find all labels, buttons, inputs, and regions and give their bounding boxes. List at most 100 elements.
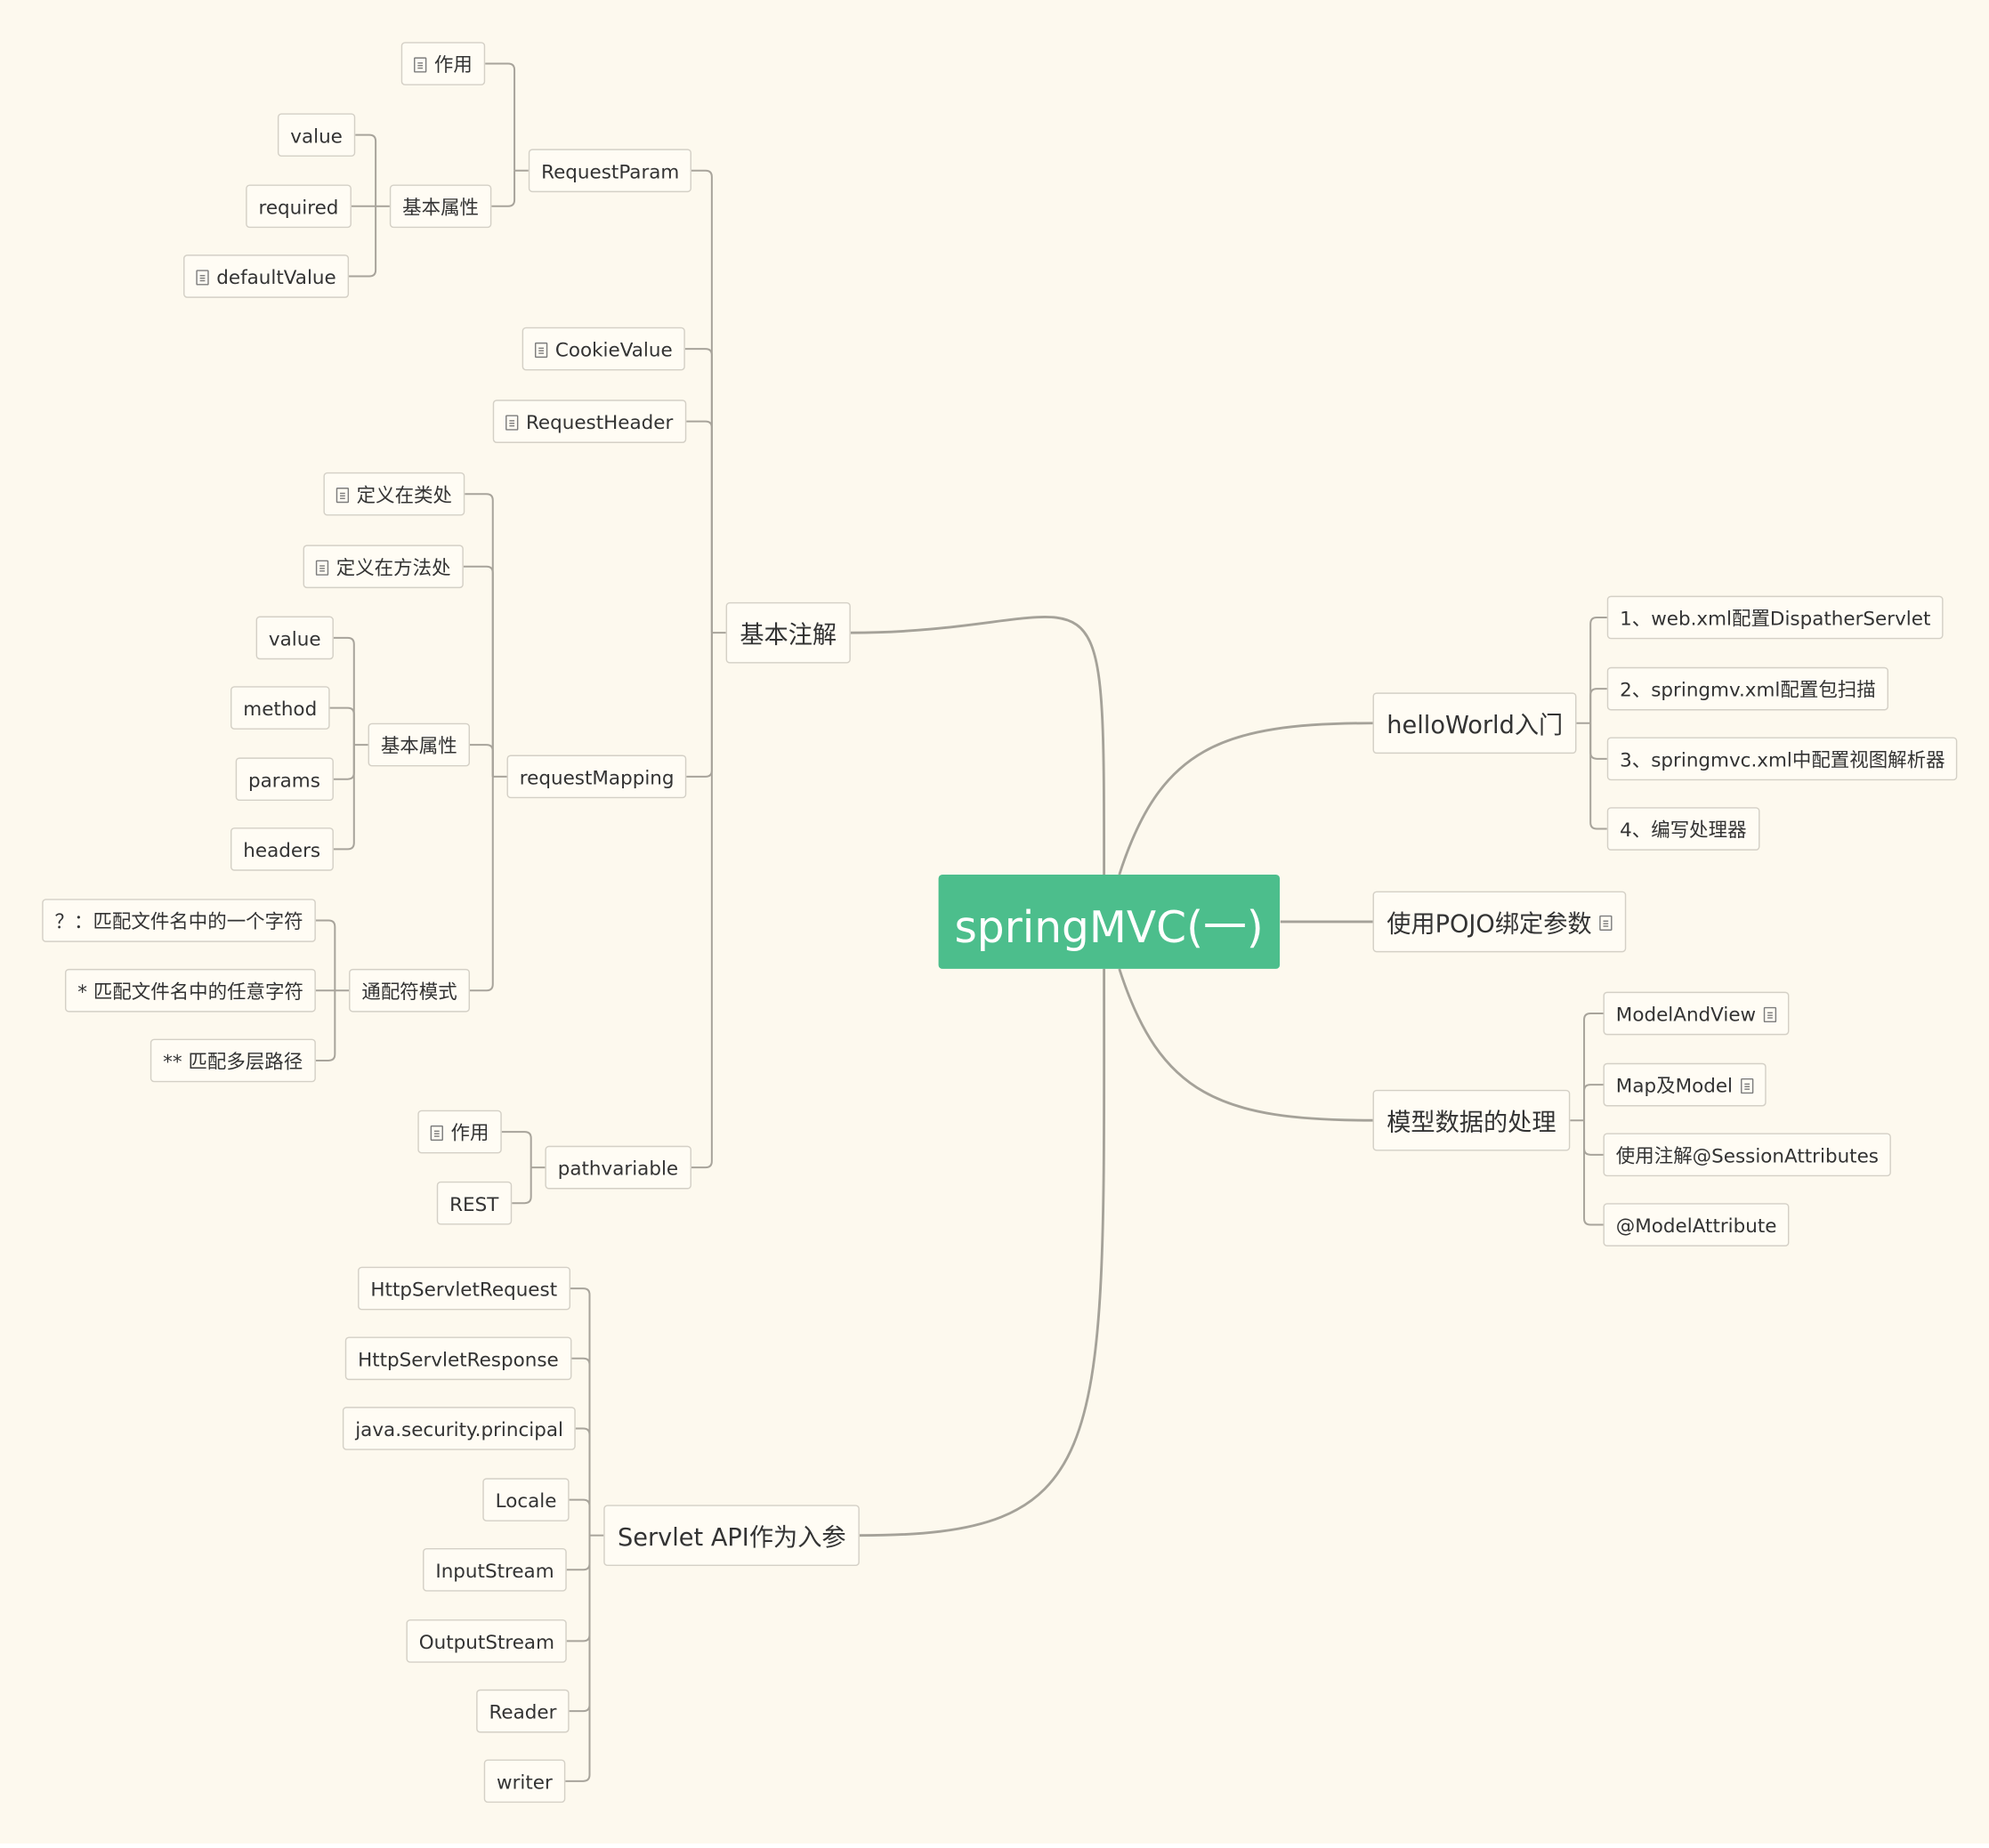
connector-line [463,565,494,777]
topic-required[interactable]: required [246,184,352,229]
connector-line [1583,1120,1604,1156]
connector-line [575,1427,591,1536]
connector-line [571,1357,591,1536]
connector-line [315,919,336,991]
connector-line [465,493,494,777]
topic-rest[interactable]: REST [436,1181,512,1225]
topic-topic[interactable]: 作用 [417,1110,502,1154]
topic-label: writer [497,1770,553,1794]
topic-label: 使用注解@SessionAttributes [1615,1144,1879,1168]
topic-servlet-api[interactable]: Servlet API作为入参 [603,1505,861,1567]
connector-line [1589,616,1607,723]
topic-inputstream[interactable]: InputStream [423,1547,567,1592]
topic-label: REST [449,1192,499,1215]
note-icon[interactable] [414,56,427,72]
connector-line [485,62,516,171]
topic-topic[interactable]: 基本属性 [368,722,471,767]
note-icon[interactable] [1599,915,1613,931]
topic-topic[interactable]: 作用 [400,42,486,85]
topic-label: springMVC(一) [954,902,1264,954]
topic-label: @ModelAttribute [1615,1214,1777,1238]
topic-pathvariable[interactable]: pathvariable [545,1145,691,1190]
connector-line [566,1535,591,1642]
topic-headers[interactable]: headers [230,827,334,871]
connector-line [355,133,377,206]
connector-line [349,206,377,278]
connector-line [1583,1084,1604,1121]
note-icon[interactable] [534,342,548,358]
connector-line [686,633,713,778]
topic-label: CookieValue [554,337,673,361]
topic-defaultvalue[interactable]: defaultValue [183,254,350,298]
note-icon[interactable] [196,269,209,285]
topic-label: RequestParam [541,159,680,183]
connector-line [491,170,516,207]
topic-label: java.security.principal [355,1417,563,1441]
topic-requestparam[interactable]: RequestParam [528,149,692,193]
topic-modelattribute[interactable]: @ModelAttribute [1603,1203,1790,1247]
topic-requestheader[interactable]: RequestHeader [492,399,686,443]
topic-topic[interactable]: * 匹配文件名中的任意字符 [64,968,317,1013]
topic-value[interactable]: value [277,113,356,157]
topic-sessionattributes[interactable]: 使用注解@SessionAttributes [1603,1133,1892,1177]
topic-java-security-principal[interactable]: java.security.principal [342,1407,577,1450]
connector-line [333,745,355,851]
topic-helloworld[interactable]: helloWorld入门 [1372,692,1577,755]
topic-modelandview[interactable]: ModelAndView [1603,991,1790,1036]
central-topic[interactable]: springMVC(一) [937,875,1281,969]
topic-label: ？：匹配文件名中的一个字符 [54,910,303,933]
topic-topic[interactable]: ？：匹配文件名中的一个字符 [42,899,316,942]
topic-label: 作用 [450,1121,489,1145]
topic-4[interactable]: 4、编写处理器 [1606,807,1759,851]
topic-label: HttpServletResponse [358,1347,559,1371]
topic-pojo[interactable]: 使用POJO绑定参数 [1372,891,1627,953]
connector-line [501,1131,532,1168]
topic-label: Locale [495,1489,557,1513]
connector-line [470,744,494,777]
topic-label: required [258,195,339,219]
note-icon[interactable] [505,414,519,430]
topic-requestmapping[interactable]: requestMapping [506,755,687,799]
topic-topic[interactable]: 模型数据的处理 [1372,1089,1571,1151]
connector-line [1583,1012,1604,1121]
topic-map-model[interactable]: Map及Model [1603,1062,1767,1107]
topic-value[interactable]: value [255,616,334,660]
topic-topic[interactable]: 定义在类处 [323,472,465,516]
topic-3-springmvc-xml[interactable]: 3、springmvc.xml中配置视图解析器 [1606,737,1958,781]
topic-reader[interactable]: Reader [476,1689,570,1733]
connector-line [859,968,1106,1537]
topic-locale[interactable]: Locale [482,1478,570,1521]
topic-label: headers [243,838,321,862]
note-icon[interactable] [430,1125,443,1141]
note-icon[interactable] [1740,1077,1753,1093]
topic-label: 模型数据的处理 [1387,1109,1556,1137]
topic-httpservletrequest[interactable]: HttpServletRequest [358,1266,570,1311]
topic-params[interactable]: params [235,757,334,802]
topic-label: value [290,124,343,148]
topic-2-springmv-xml[interactable]: 2、springmv.xml配置包扫描 [1606,666,1889,711]
topic-label: 3、springmvc.xml中配置视图解析器 [1620,748,1945,772]
topic-label: requestMapping [519,765,675,789]
topic-topic[interactable]: 基本注解 [725,601,851,664]
connector-line [329,706,355,746]
topic-label: Map及Model [1615,1074,1734,1098]
topic-cookievalue[interactable]: CookieValue [522,327,685,371]
topic-method[interactable]: method [230,686,330,730]
topic-topic[interactable]: 通配符模式 [349,968,471,1013]
note-icon[interactable] [336,487,350,503]
topic-topic[interactable]: ** 匹配多层路径 [150,1038,316,1083]
note-icon[interactable] [1763,1006,1776,1022]
topic-1-web-xml-dispatherservlet[interactable]: 1、web.xml配置DispatherServlet [1606,595,1944,640]
topic-httpservletresponse[interactable]: HttpServletResponse [344,1336,572,1381]
topic-label: 2、springmv.xml配置包扫描 [1620,678,1876,702]
connector-line [570,1287,591,1536]
topic-label: 作用 [433,53,473,77]
topic-label: 基本注解 [740,621,837,650]
topic-outputstream[interactable]: OutputStream [406,1619,568,1663]
note-icon[interactable] [315,559,329,576]
topic-topic[interactable]: 基本属性 [389,184,492,229]
topic-topic[interactable]: 定义在方法处 [303,545,464,589]
topic-writer[interactable]: writer [483,1759,566,1804]
topic-label: method [243,697,318,721]
